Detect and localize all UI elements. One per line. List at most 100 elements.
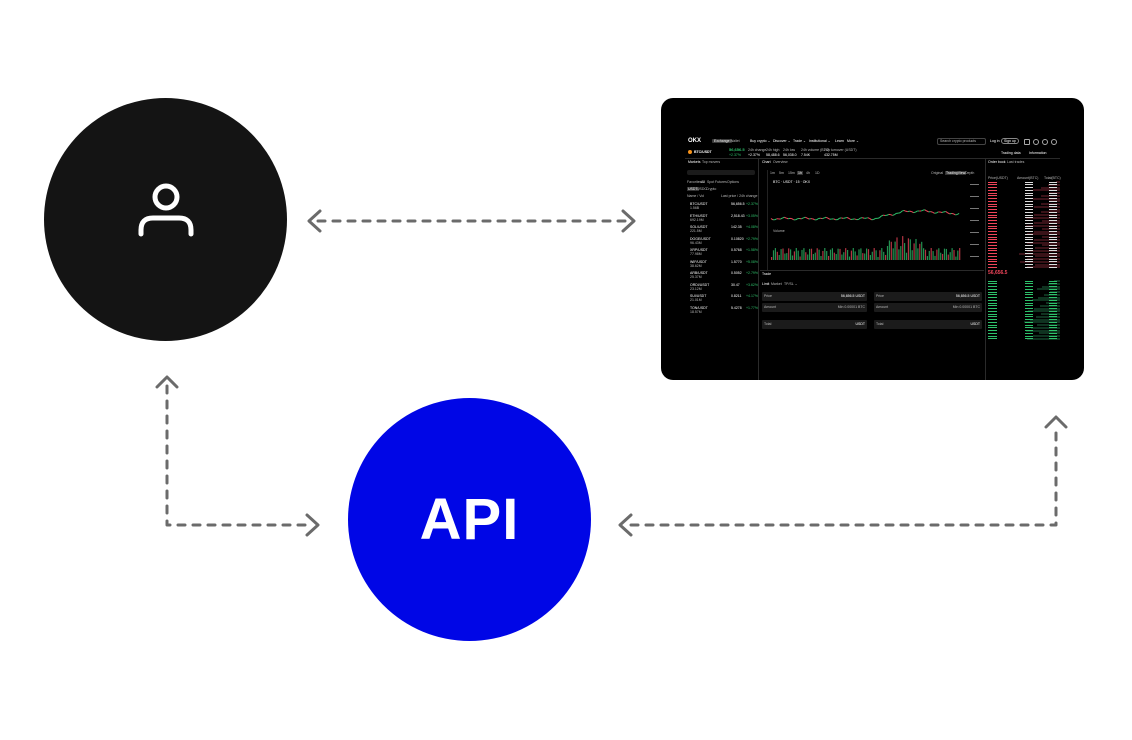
market-row-price: 0.5768 bbox=[731, 248, 742, 252]
buy-amount-field[interactable]: Amount Min 0.00001 BTC bbox=[762, 303, 867, 312]
filter-spot[interactable]: Spot bbox=[707, 180, 715, 184]
buy-price-field[interactable]: Price 56,656.5 USDT bbox=[762, 292, 867, 301]
sell-price-field[interactable]: Price 56,656.5 USDT bbox=[874, 292, 982, 301]
markets-search-input[interactable] bbox=[687, 170, 755, 175]
tab-overview[interactable]: Overview bbox=[773, 160, 788, 164]
mode-tradingview[interactable]: TradingView bbox=[945, 171, 967, 175]
market-row-name[interactable]: ETH/USDT bbox=[690, 213, 708, 218]
price-chart bbox=[770, 209, 961, 260]
sub-usdt[interactable]: USDT bbox=[687, 187, 699, 191]
nav-more[interactable]: More ⌄ bbox=[847, 139, 859, 143]
tab-order-book[interactable]: Order book bbox=[988, 160, 1006, 164]
candle-segment bbox=[858, 217, 861, 220]
order-book-bid-total bbox=[1049, 288, 1057, 290]
signup-button[interactable]: Sign up bbox=[1001, 138, 1019, 144]
sub-usdc[interactable]: USDC bbox=[697, 187, 707, 191]
buy-total-field[interactable]: Total USDT bbox=[762, 320, 867, 329]
market-row-name[interactable]: TON/USDT bbox=[690, 305, 708, 310]
buy-price-value: 56,656.5 USDT bbox=[840, 294, 865, 298]
market-row-name[interactable]: WIF/USDT bbox=[690, 259, 707, 264]
pair-selector[interactable]: BTC/USDT bbox=[694, 150, 712, 154]
order-book-ask-total bbox=[1049, 231, 1057, 232]
tab-top-movers[interactable]: Top movers bbox=[702, 160, 721, 164]
timeframe-option[interactable]: 1m bbox=[770, 171, 775, 175]
candle-segment bbox=[920, 209, 924, 212]
market-row-name[interactable]: ARB/USDT bbox=[690, 271, 708, 275]
timeframe-option[interactable]: 15m bbox=[788, 171, 795, 175]
market-row-price: 0.8211 bbox=[731, 294, 742, 298]
tab-markets[interactable]: Markets bbox=[688, 160, 701, 164]
candle-segment bbox=[841, 217, 844, 219]
order-book-ask-amount bbox=[1025, 239, 1033, 241]
sell-amount-hint: Min 0.00001 BTC bbox=[952, 305, 980, 309]
globe-icon[interactable] bbox=[1051, 139, 1057, 145]
order-book-ask-price bbox=[988, 189, 997, 191]
volume-bar bbox=[957, 250, 959, 260]
market-row-name[interactable]: ORDI/USDT bbox=[690, 282, 710, 287]
market-row-vol: 38.62M bbox=[690, 263, 702, 268]
candle-segment bbox=[862, 217, 865, 219]
order-book-ask-price bbox=[988, 250, 997, 252]
sell-total-field[interactable]: Total USDT bbox=[874, 320, 982, 329]
sell-amount-field[interactable]: Amount Min 0.00001 BTC bbox=[874, 303, 982, 312]
timeframe-option[interactable]: 5m bbox=[779, 171, 784, 175]
filter-all[interactable]: All bbox=[701, 180, 705, 184]
order-book-ask-total bbox=[1049, 244, 1057, 246]
order-book-bid-total bbox=[1049, 324, 1057, 326]
order-book-ask-price bbox=[988, 195, 997, 197]
information-link[interactable]: Information bbox=[1029, 151, 1047, 155]
order-book-ask-total bbox=[1049, 206, 1057, 208]
tab-wallet[interactable]: Wallet bbox=[730, 139, 740, 143]
market-row-change: +1.58% bbox=[746, 248, 758, 252]
order-book-bid-row bbox=[1034, 307, 1060, 310]
trade-tab-limit[interactable]: Limit bbox=[762, 282, 770, 286]
nav-buy-crypto[interactable]: Buy crypto ⌄ bbox=[750, 139, 771, 143]
candle-segment bbox=[833, 218, 836, 221]
volume-bar bbox=[786, 253, 788, 260]
market-row-name[interactable]: SOL/USDT bbox=[690, 225, 708, 229]
nav-trade[interactable]: Trade ⌄ bbox=[793, 139, 806, 143]
market-row-name[interactable]: XRP/USDT bbox=[690, 248, 708, 252]
timeframe-option[interactable]: 1h bbox=[797, 171, 803, 175]
filter-options[interactable]: Options bbox=[727, 180, 740, 184]
trade-tab-market[interactable]: Market bbox=[771, 282, 782, 286]
order-book-bid-amount bbox=[1025, 299, 1033, 301]
candle-segment bbox=[890, 214, 893, 216]
download-icon[interactable] bbox=[1024, 139, 1030, 145]
market-row-name[interactable]: SUI/USDT bbox=[690, 294, 707, 298]
nav-discover[interactable]: Discover ⌄ bbox=[773, 139, 791, 143]
volume-bar bbox=[934, 255, 936, 260]
order-book-ask-row bbox=[1019, 260, 1060, 263]
market-row-name[interactable]: DOGE/USDT bbox=[690, 236, 711, 241]
volume-bar bbox=[909, 239, 911, 260]
drawing-toolbar[interactable] bbox=[762, 170, 768, 270]
candle-segment bbox=[795, 218, 798, 221]
timeframe-option[interactable]: 1D bbox=[815, 171, 820, 175]
mode-depth[interactable]: Depth bbox=[965, 171, 975, 175]
buy-amount-label: Amount bbox=[764, 305, 777, 309]
candle-segment bbox=[932, 211, 935, 214]
order-book-ask-row bbox=[1056, 181, 1060, 183]
timeframe-option[interactable]: 4h bbox=[806, 171, 810, 175]
tab-exchange[interactable]: Exchange bbox=[712, 139, 732, 143]
market-row-price: 0.10820 bbox=[731, 236, 744, 241]
trade-tab-tpsl[interactable]: TP/SL ⌄ bbox=[784, 282, 798, 286]
mode-original[interactable]: Original bbox=[931, 171, 944, 175]
tab-last-trades[interactable]: Last trades bbox=[1007, 160, 1025, 164]
sub-crypto[interactable]: Crypto bbox=[706, 187, 717, 191]
nav-learn[interactable]: Learn bbox=[835, 139, 844, 143]
order-book-bid-total bbox=[1049, 308, 1057, 309]
order-book-bid-price bbox=[988, 324, 997, 326]
market-row-name[interactable]: BTC/USDT bbox=[690, 202, 708, 206]
trading-data-link[interactable]: Trading data bbox=[1001, 151, 1021, 155]
tab-chart[interactable]: Chart bbox=[762, 160, 771, 164]
search-input[interactable]: Search crypto products bbox=[937, 138, 986, 145]
nav-institutional[interactable]: Institutional ⌄ bbox=[809, 139, 831, 143]
order-book-ask-price bbox=[988, 264, 997, 265]
login-link[interactable]: Log in bbox=[990, 139, 1000, 143]
order-book-bid-amount bbox=[1025, 324, 1033, 326]
help-icon[interactable] bbox=[1042, 139, 1048, 145]
filter-favorites[interactable]: Favorites bbox=[687, 180, 702, 184]
filter-futures[interactable]: Futures bbox=[715, 180, 727, 184]
bell-icon[interactable] bbox=[1033, 139, 1039, 145]
